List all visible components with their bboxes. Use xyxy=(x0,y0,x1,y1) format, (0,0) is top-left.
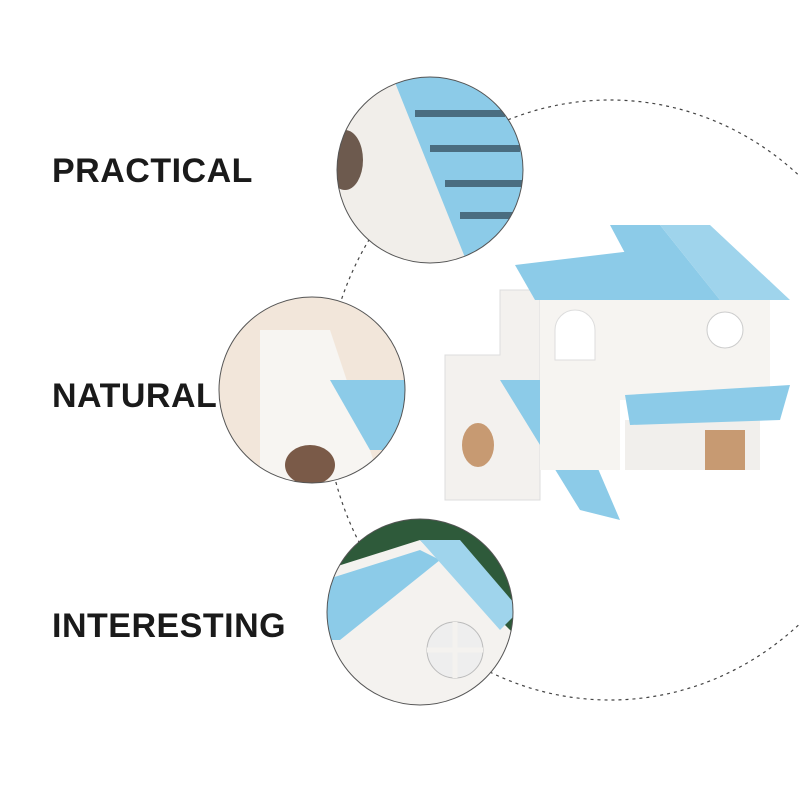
feature-label-practical: PRACTICAL xyxy=(52,152,253,190)
feature-label-interesting: INTERESTING xyxy=(52,607,287,645)
detail-circle-stairs xyxy=(337,77,523,263)
hamster-house xyxy=(444,225,790,520)
detail-circle-side xyxy=(219,297,405,483)
detail-circle-roof xyxy=(327,519,513,705)
feature-label-natural: NATURAL xyxy=(52,377,218,415)
